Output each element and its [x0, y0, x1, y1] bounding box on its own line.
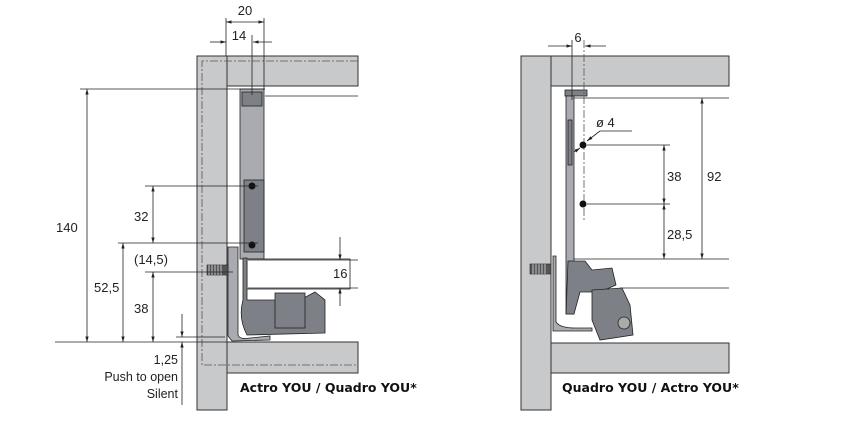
note-silent: Silent — [147, 387, 179, 401]
dim-label-38: 38 — [134, 301, 148, 316]
cabinet-side-panel — [196, 55, 228, 411]
drawer-runner-mechanism — [529, 89, 634, 341]
dim-label-14-5: (14,5) — [134, 252, 168, 267]
dim-label-14: 14 — [232, 28, 246, 43]
hole-lower — [579, 200, 587, 208]
dim-label-140: 140 — [56, 220, 78, 235]
cabinet-side-panel — [520, 55, 552, 411]
dim-label-6: 6 — [574, 30, 581, 45]
right-drawing: 6 ø 4 38 28,5 92 Quadro YOU / Actro YOU* — [520, 30, 739, 411]
screw-icon — [529, 263, 552, 275]
left-drawing: 20 14 140 32 (14,5) 52,5 38 16 1,25 Push… — [55, 3, 417, 411]
dim-label-52-5: 52,5 — [94, 280, 119, 295]
cabinet-top-panel — [550, 55, 730, 87]
dim-label-38: 38 — [667, 169, 681, 184]
screw-icon — [206, 264, 229, 276]
drawer-runner-mechanism — [206, 88, 351, 342]
hole-upper — [579, 141, 587, 149]
right-caption: Quadro YOU / Actro YOU* — [562, 380, 739, 395]
note-push-to-open: Push to open — [104, 370, 178, 384]
cabinet-top-panel — [226, 55, 359, 87]
dim-label-20: 20 — [238, 3, 252, 18]
cabinet-bottom-panel — [550, 342, 730, 374]
dim-label-16: 16 — [333, 266, 347, 281]
dim-label-diameter: ø 4 — [596, 115, 615, 130]
dim-label-92: 92 — [707, 169, 721, 184]
dim-label-1-25: 1,25 — [154, 353, 178, 367]
dim-label-28-5: 28,5 — [667, 227, 692, 242]
dim-label-32: 32 — [134, 209, 148, 224]
cabinet-bottom-panel — [226, 341, 359, 374]
dash-dot-outline — [201, 60, 358, 366]
left-caption: Actro YOU / Quadro YOU* — [240, 380, 417, 395]
